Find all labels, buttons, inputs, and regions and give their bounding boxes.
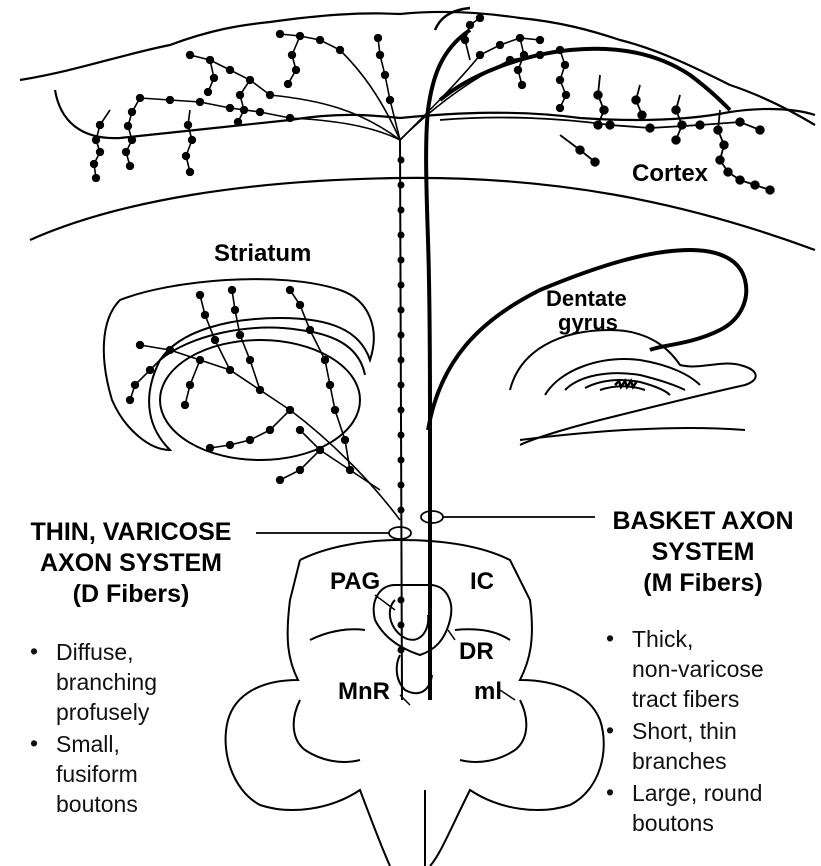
- dentate-gyrus-label-line1: Dentate: [546, 286, 627, 312]
- ml-label: ml: [474, 678, 502, 706]
- thin-varicose-axon: [398, 140, 405, 700]
- cortex-label: Cortex: [632, 160, 708, 188]
- dr-label: DR: [459, 638, 494, 666]
- striatum-label: Striatum: [214, 240, 311, 268]
- list-item: Diffuse, branching profusely: [26, 637, 266, 727]
- dentate-gyrus-label-line2: gyrus: [558, 310, 618, 336]
- ic-label: IC: [470, 568, 494, 596]
- list-item: Small, fusiform boutons: [26, 729, 266, 819]
- thin-varicose-heading-line1: THIN, VARICOSE: [6, 517, 256, 548]
- thin-varicose-bullets: Diffuse, branching profusely Small, fusi…: [26, 637, 266, 821]
- mnr-label: MnR: [338, 678, 390, 706]
- thin-varicose-heading: THIN, VARICOSE AXON SYSTEM (D Fibers): [6, 517, 256, 610]
- cortical-right-branches: [440, 75, 770, 190]
- thin-varicose-heading-line2: AXON SYSTEM: [6, 548, 256, 579]
- brainstem-outline: [226, 540, 604, 866]
- cortex-outline: [20, 12, 815, 250]
- thin-varicose-heading-line3: (D Fibers): [6, 579, 256, 610]
- basket-axon-heading-line2: SYSTEM: [588, 537, 818, 568]
- basket-axon-heading: BASKET AXON SYSTEM (M Fibers): [588, 506, 818, 599]
- basket-axon-heading-line1: BASKET AXON: [588, 506, 818, 537]
- pag-label: PAG: [330, 568, 380, 596]
- section-markers: [256, 511, 595, 539]
- basket-axon-heading-line3: (M Fibers): [588, 568, 818, 599]
- basket-axon-bullets: Thick, non-varicose tract fibers Short, …: [602, 624, 818, 840]
- list-item: Large, round boutons: [602, 778, 818, 838]
- striatum-outline: [104, 279, 374, 460]
- list-item: Short, thin branches: [602, 716, 818, 776]
- list-item: Thick, non-varicose tract fibers: [602, 624, 818, 714]
- cortical-varicose-branches: [94, 18, 566, 178]
